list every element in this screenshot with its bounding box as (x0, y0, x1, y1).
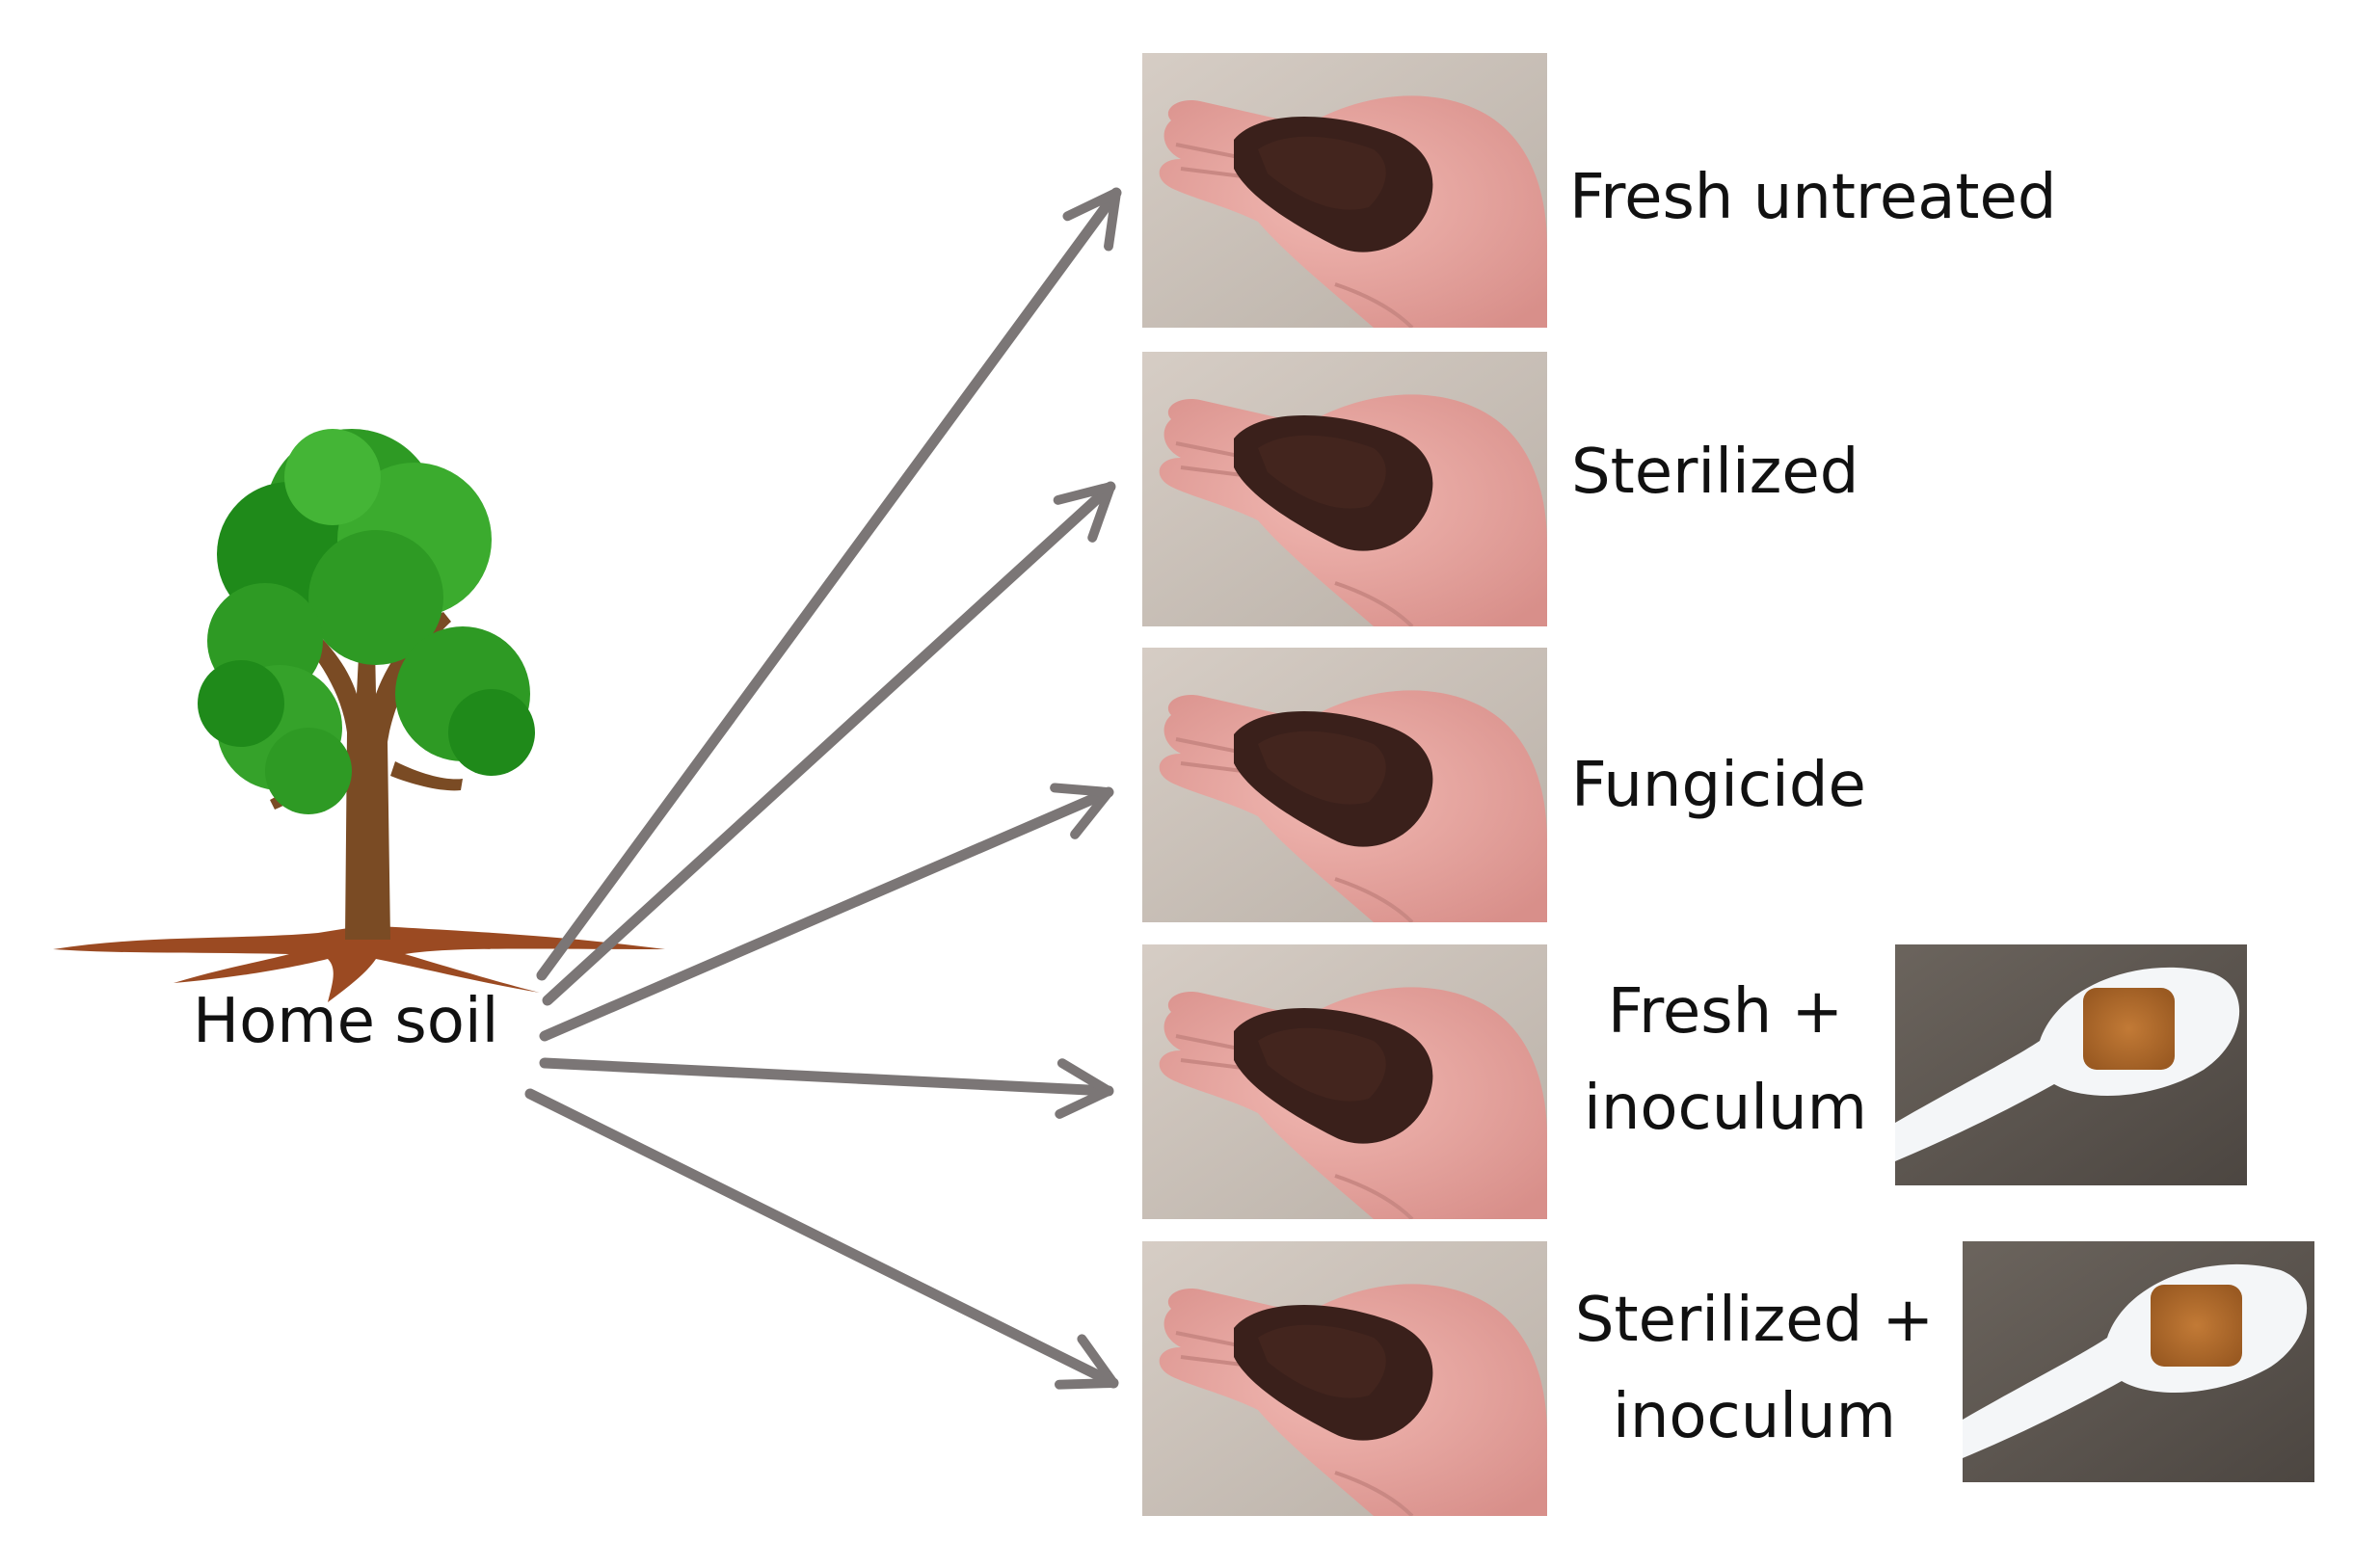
tree-icon (53, 429, 665, 1002)
treatment-label-sterilized-inoculum: Sterilized + inoculum (1562, 1272, 1947, 1465)
treatment-label-line: inoculum (1584, 1073, 1867, 1144)
treatment-label-fresh-inoculum: Fresh + inoculum (1566, 964, 1885, 1156)
arrow-to-fungicide (539, 783, 1114, 1042)
inoculum-photo-sterilized (1963, 1241, 2314, 1482)
arrow-to-sterilized (542, 481, 1116, 1006)
inoculum-photo-fresh (1895, 944, 2247, 1185)
treatment-label-sterilized: Sterilized (1571, 437, 1859, 508)
soil-photo-sterilized-inoculum (1142, 1241, 1547, 1516)
soil-photo-fresh-inoculum (1142, 944, 1547, 1219)
arrow-to-fresh-untreated (536, 187, 1122, 981)
treatment-label-line: Sterilized + (1574, 1285, 1935, 1356)
soil-photo-fresh-untreated (1142, 53, 1547, 328)
soil-photo-sterilized (1142, 352, 1547, 626)
treatment-label-line: inoculum (1613, 1381, 1896, 1452)
soil-photos (1142, 53, 1547, 1516)
treatment-label-line: Fresh + (1607, 976, 1844, 1048)
inoculum-photos (1895, 944, 2314, 1482)
arrow-to-fresh-inoculum (539, 1057, 1114, 1119)
arrows (524, 187, 1122, 1390)
treatment-label-fresh-untreated: Fresh untreated (1569, 162, 2057, 233)
soil-photo-fungicide (1142, 648, 1547, 922)
arrow-to-sterilized-inoculum (524, 1088, 1119, 1390)
source-label: Home soil (193, 986, 499, 1057)
treatment-label-fungicide: Fungicide (1571, 750, 1866, 821)
